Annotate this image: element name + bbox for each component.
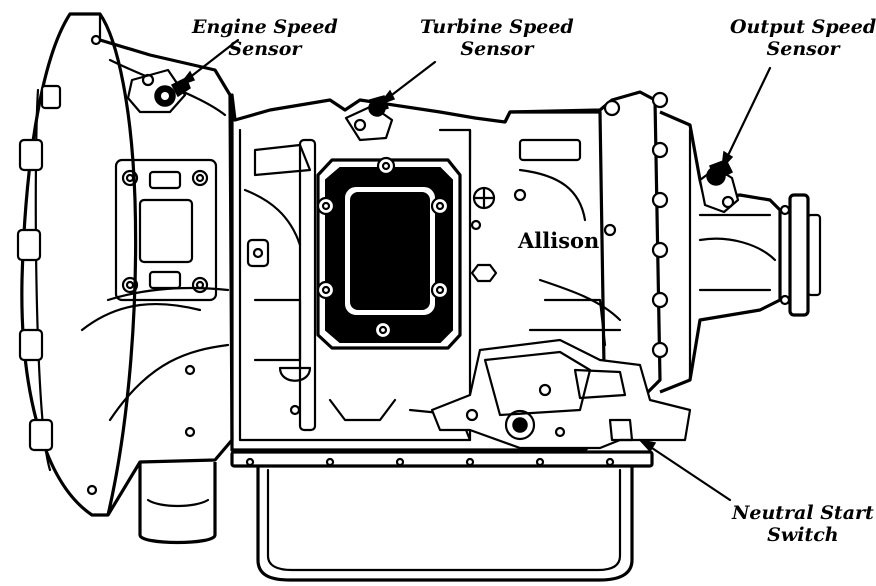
neutral-start-switch-label: Neutral Start Switch bbox=[732, 502, 874, 546]
engine-speed-sensor-label-line1: Engine Speed bbox=[192, 16, 338, 38]
neutral-switch-leader bbox=[638, 438, 732, 502]
neutral-start-switch-label-line1: Neutral Start bbox=[732, 502, 874, 524]
engine-speed-sensor bbox=[126, 68, 191, 114]
bell-housing bbox=[16, 12, 234, 545]
output-speed-sensor-label-line2: Sensor bbox=[766, 38, 840, 60]
output-sensor-leader bbox=[720, 66, 772, 170]
output-speed-sensor bbox=[698, 159, 740, 214]
neutral-start-switch-label-line2: Switch bbox=[767, 524, 839, 546]
output-speed-sensor-label: Output Speed Sensor bbox=[730, 16, 876, 60]
neutral-start-switch bbox=[430, 338, 692, 450]
output-speed-sensor-label-line1: Output Speed bbox=[730, 16, 876, 38]
brand-lettering: Allison bbox=[517, 228, 599, 253]
leader-arrows bbox=[177, 38, 772, 502]
engine-speed-sensor-label: Engine Speed Sensor bbox=[192, 16, 338, 60]
side-cover bbox=[316, 156, 462, 350]
mounting-pad bbox=[114, 158, 218, 302]
turbine-speed-sensor-label: Turbine Speed Sensor bbox=[420, 16, 574, 60]
turbine-speed-sensor-label-line1: Turbine Speed bbox=[420, 16, 574, 38]
main-case bbox=[184, 93, 607, 452]
rear-case: Allison bbox=[503, 90, 822, 442]
turbine-speed-sensor-label-line2: Sensor bbox=[460, 38, 534, 60]
engine-speed-sensor-label-line2: Sensor bbox=[228, 38, 302, 60]
oil-pan bbox=[230, 450, 654, 582]
